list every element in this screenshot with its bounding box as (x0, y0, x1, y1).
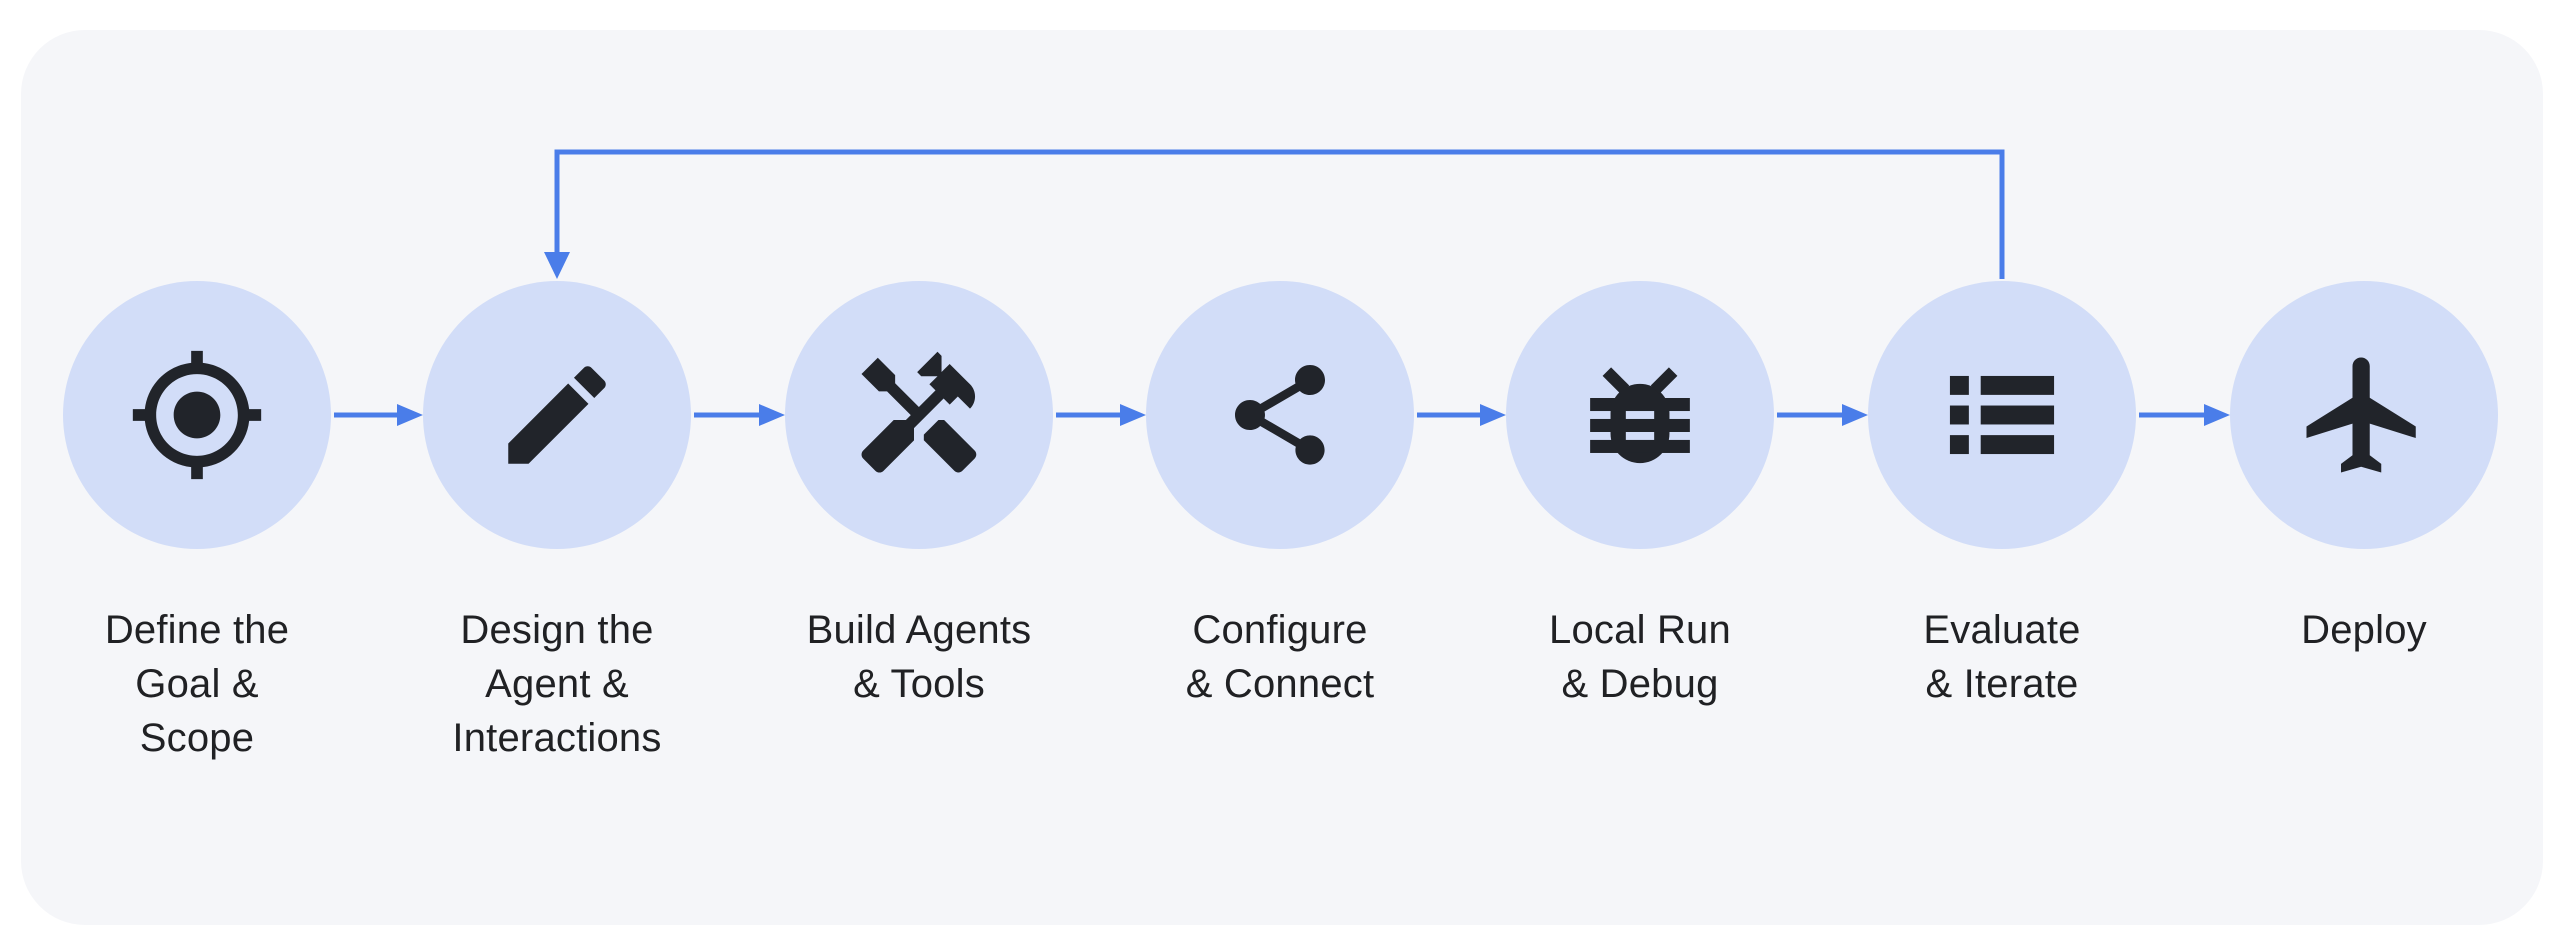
step-label: Evaluate & Iterate (1923, 608, 2081, 706)
bug-icon (1590, 367, 1690, 464)
step-label: Configure & Connect (1185, 608, 1375, 706)
step-circle (2230, 281, 2498, 549)
step-label: Define the Goal & Scope (104, 608, 290, 760)
workflow-step-build-agents-tools: Build Agents & Tools (739, 281, 1099, 711)
tools-icon (861, 351, 977, 473)
list-icon (1949, 375, 2055, 455)
workflow-step-deploy: Deploy (2184, 281, 2544, 657)
workflow-step-local-run-debug: Local Run & Debug (1460, 281, 1820, 711)
share-icon (1235, 365, 1325, 465)
step-circle (63, 281, 331, 549)
pencil-icon (508, 366, 606, 464)
target-icon (132, 350, 262, 480)
step-circle (785, 281, 1053, 549)
step-circle (1506, 281, 1774, 549)
workflow-step-define-goal-scope: Define the Goal & Scope (17, 281, 377, 765)
workflow-step-design-agent-interactions: Design the Agent & Interactions (377, 281, 737, 765)
step-label: Local Run & Debug (1549, 608, 1731, 706)
step-label: Build Agents & Tools (806, 608, 1032, 706)
step-label: Deploy (2301, 608, 2427, 652)
step-circle (1868, 281, 2136, 549)
step-circle (423, 281, 691, 549)
step-label: Design the Agent & Interactions (452, 608, 662, 760)
workflow-step-evaluate-iterate: Evaluate & Iterate (1822, 281, 2182, 711)
workflow-step-configure-connect: Configure & Connect (1100, 281, 1460, 711)
airplane-icon (2306, 357, 2416, 473)
step-circle (1146, 281, 1414, 549)
